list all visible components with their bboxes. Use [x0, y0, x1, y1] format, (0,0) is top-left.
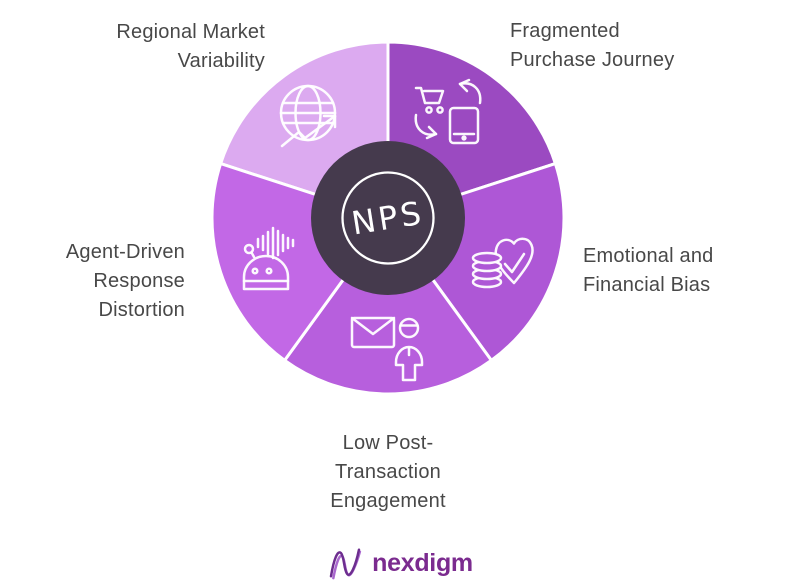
label-line: Agent-Driven — [65, 241, 185, 263]
label-line: Purchase Journey — [510, 49, 675, 71]
label-line: Financial Bias — [583, 274, 711, 296]
segment-label-fragmented-purchase-journey: Fragmented Purchase Journey — [510, 17, 740, 75]
brand-name: nexdigm — [372, 548, 473, 577]
label-line: Regional Market — [116, 21, 265, 43]
label-line: Response — [93, 270, 185, 292]
label-line: Distortion — [98, 299, 185, 321]
nexdigm-logo-icon — [329, 548, 362, 580]
segment-label-agent-driven-response-distortion: Agent-Driven Response Distortion — [0, 238, 185, 325]
cart-phone-sync-icon — [414, 78, 482, 145]
segment-label-regional-market-variability: Regional Market Variability — [35, 18, 265, 76]
label-line: Fragmented — [510, 20, 620, 42]
label-line: Engagement — [330, 490, 446, 512]
nps-center-disc — [311, 141, 465, 295]
heart-coins-icon — [471, 237, 534, 289]
label-line: Emotional and — [583, 245, 714, 267]
globe-growth-icon — [279, 84, 337, 148]
wheel-diagram: NPS — [210, 40, 566, 396]
nps-ring — [341, 171, 435, 265]
label-line: Transaction — [335, 461, 441, 483]
robot-voice-icon — [242, 226, 295, 291]
segment-label-low-post-transaction-engagement: Low Post- Transaction Engagement — [288, 429, 488, 516]
label-line: Low Post- — [342, 432, 434, 454]
segment-label-emotional-financial-bias: Emotional and Financial Bias — [583, 242, 793, 300]
label-line: Variability — [177, 50, 265, 72]
mail-person-icon — [350, 316, 424, 382]
segment-low-post-transaction-engagement — [283, 216, 493, 396]
brand-logo: nexdigm — [327, 545, 473, 581]
